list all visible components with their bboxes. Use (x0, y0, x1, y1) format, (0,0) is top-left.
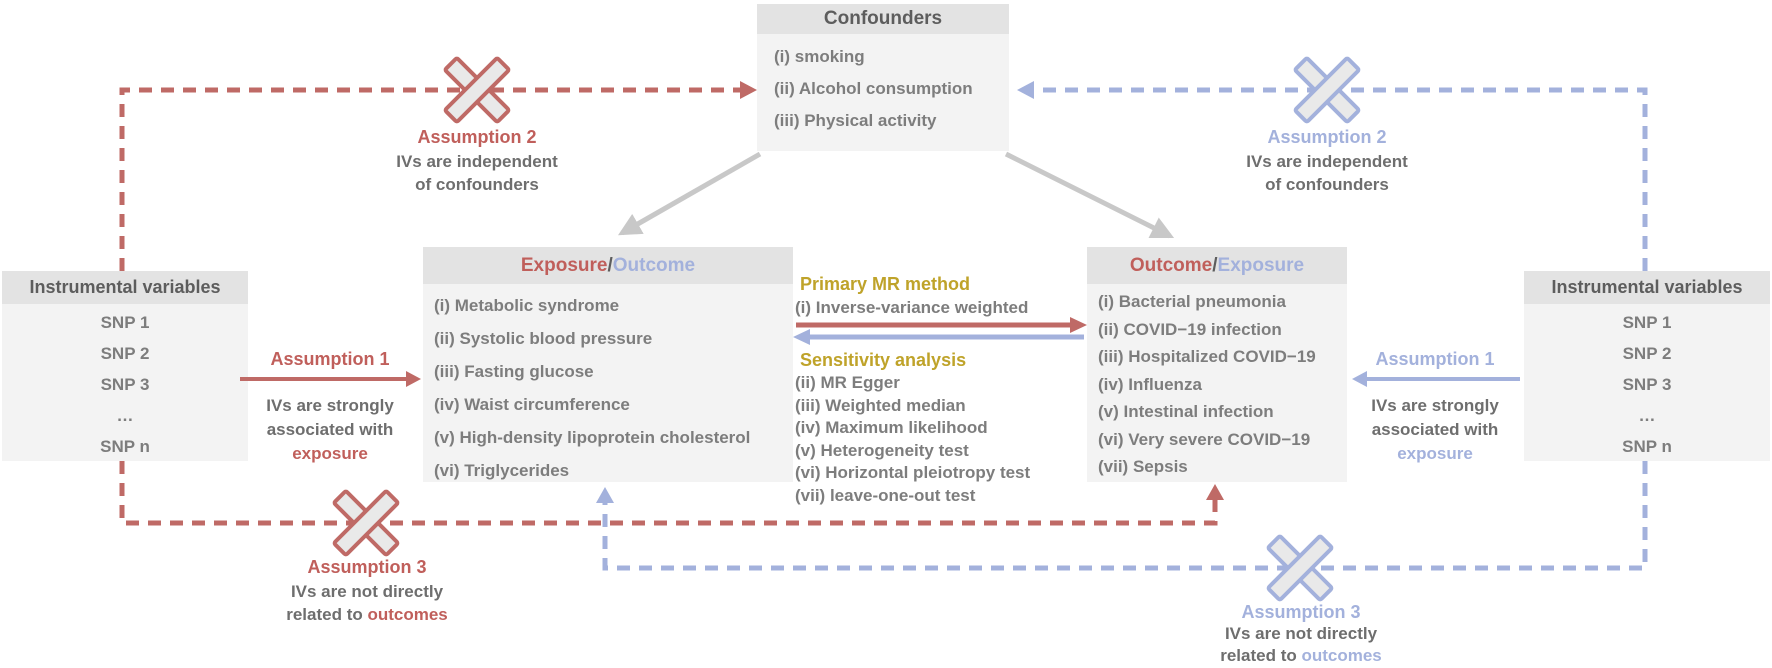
cross-icon (1266, 534, 1334, 602)
outcome-exposure-title: Outcome / Exposure (1087, 247, 1347, 284)
snp-item: SNP 1 (1622, 313, 1672, 332)
exposure-title-part: Exposure (520, 254, 608, 276)
sensitivity-item: (v) Heterogeneity test (795, 440, 969, 460)
arrowhead-left (1017, 81, 1034, 99)
sensitivity-item: (iv) Maximum likelihood (795, 418, 988, 437)
assumption1-right-line1: IVs are strongly (1371, 396, 1499, 415)
assumption3-right-highlight: outcomes (1301, 646, 1382, 665)
assumption3-right-line2: related to outcomes (1196, 645, 1406, 667)
assumption1-right-arrow (1352, 371, 1520, 387)
assumption3-left-description: IVs are not directly related to outcomes (262, 580, 472, 626)
cross-icon (1293, 56, 1361, 124)
assumption2-left-line1: IVs are independent (396, 152, 558, 171)
arrowhead-up (1206, 484, 1224, 500)
arrowhead-up (596, 487, 614, 503)
snp-item: SNP 3 (1622, 375, 1672, 394)
sensitivity-analysis-title: Sensitivity analysis (800, 350, 967, 370)
assumption1-left-line2: associated with (266, 420, 394, 439)
confounder-item: (iii) Physical activity (774, 111, 937, 130)
primary-mr-method-item: (i) Inverse-variance weighted (795, 298, 1029, 317)
assumption3-right-title: Assumption 3 (1241, 602, 1361, 622)
snp-item: SNP n (1622, 437, 1672, 456)
assumption3-left-line2-prefix: related to (286, 605, 368, 624)
sensitivity-item: (ii) MR Egger (795, 373, 900, 392)
exposure-item: (ii) Systolic blood pressure (434, 329, 653, 348)
instrumental-variables-box-right: Instrumental variables SNP 1 SNP 2 SNP 3… (1524, 271, 1770, 461)
snp-item: SNP 2 (100, 344, 150, 363)
exposure-item: (vi) Triglycerides (434, 461, 570, 480)
sensitivity-item: (vi) Horizontal pleiotropy test (795, 463, 1031, 482)
outcome-item: (ii) COVID−19 infection (1098, 319, 1282, 339)
snp-item: SNP 3 (100, 375, 150, 394)
assumption1-right-line2: associated with (1371, 420, 1499, 439)
arrowhead-right (740, 81, 757, 99)
assumption2-right-description: IVs are independent of confounders (1227, 150, 1427, 196)
assumption3-left-line1: IVs are not directly (290, 582, 444, 601)
snp-item: SNP n (100, 437, 150, 456)
assumption3-left-line2: related to outcomes (262, 603, 472, 626)
primary-mr-method-title: Primary MR method (800, 274, 971, 294)
assumption3-left-title: Assumption 3 (307, 557, 427, 577)
assumption1-right-description: IVs are strongly associated with exposur… (1330, 394, 1540, 466)
confounders-box: Confounders (i) smoking (ii) Alcohol con… (757, 4, 1009, 151)
instrumental-variables-box-left: Instrumental variables SNP 1 SNP 2 SNP 3… (2, 271, 248, 461)
exposure-item: (i) Metabolic syndrome (434, 296, 620, 315)
confounder-item: (ii) Alcohol consumption (774, 79, 973, 98)
confounder-to-exposure-arrow (618, 151, 762, 236)
outcome-item: (i) Bacterial pneumonia (1098, 292, 1286, 311)
assumption2-left-title: Assumption 2 (417, 127, 537, 147)
assumption2-right-title: Assumption 2 (1267, 127, 1387, 147)
iv-left-title: Instrumental variables (2, 271, 248, 304)
assumption1-right-title: Assumption 1 (1375, 349, 1495, 369)
assumption3-right-description: IVs are not directly related to outcomes (1196, 623, 1406, 667)
confounder-to-outcome-arrow (1004, 151, 1175, 239)
snp-item: SNP 2 (1622, 344, 1672, 363)
cross-icon (332, 489, 400, 557)
outcome-exposure-box: Outcome / Exposure (i) Bacterial pneumon… (1087, 247, 1347, 482)
assumption2-right-line1: IVs are independent (1246, 152, 1408, 171)
outcome-item: (iii) Hospitalized COVID−19 (1098, 347, 1316, 366)
assumption1-left-description: IVs are strongly associated with exposur… (225, 394, 435, 466)
confounders-box-title: Confounders (757, 4, 1009, 34)
mr-arrows-gap (795, 320, 1095, 348)
mr-methods-block: Primary MR method (i) Inverse-variance w… (795, 272, 1095, 507)
iv-right-title: Instrumental variables (1524, 271, 1770, 304)
exposure-item: (v) High-density lipoprotein cholesterol (434, 428, 751, 447)
snp-ellipsis: … (1638, 406, 1656, 425)
outcome-item: (vii) Sepsis (1098, 457, 1188, 476)
cross-icon (443, 56, 511, 124)
assumption3-right-line2-prefix: related to (1220, 646, 1302, 665)
exposure-item: (iii) Fasting glucose (434, 362, 594, 381)
sensitivity-item: (iii) Weighted median (795, 395, 966, 415)
exposure-item: (iv) Waist circumference (434, 395, 630, 414)
assumption1-left-arrow (240, 371, 421, 387)
outcome-item: (iv) Influenza (1098, 374, 1202, 394)
assumption3-left-highlight: outcomes (367, 605, 448, 624)
exposure-outcome-box: Exposure / Outcome (i) Metabolic syndrom… (423, 247, 793, 482)
outcome-title-part: Outcome (612, 254, 696, 276)
assumption1-left-highlight: exposure (292, 444, 368, 463)
assumption1-left-line1: IVs are strongly (266, 396, 394, 415)
assumption3-right-line1: IVs are not directly (1224, 624, 1378, 643)
outcome-item: (v) Intestinal infection (1098, 402, 1274, 421)
assumption2-left-description: IVs are independent of confounders (377, 150, 577, 196)
snp-ellipsis: … (116, 406, 134, 425)
exposure-outcome-title: Exposure / Outcome (423, 247, 793, 284)
assumption1-right-highlight: exposure (1397, 444, 1473, 463)
outcome-title-part: Outcome (1129, 254, 1213, 276)
snp-item: SNP 1 (100, 313, 150, 332)
outcome-item: (vi) Very severe COVID−19 (1098, 429, 1311, 449)
assumption2-left-line2: of confounders (415, 175, 539, 194)
confounder-item: (i) smoking (774, 47, 865, 66)
exposure-title-part: Exposure (1217, 254, 1305, 276)
assumption2-right-line2: of confounders (1265, 175, 1389, 194)
assumption1-left-title: Assumption 1 (270, 349, 390, 369)
sensitivity-item: (vii) leave-one-out test (795, 485, 976, 505)
